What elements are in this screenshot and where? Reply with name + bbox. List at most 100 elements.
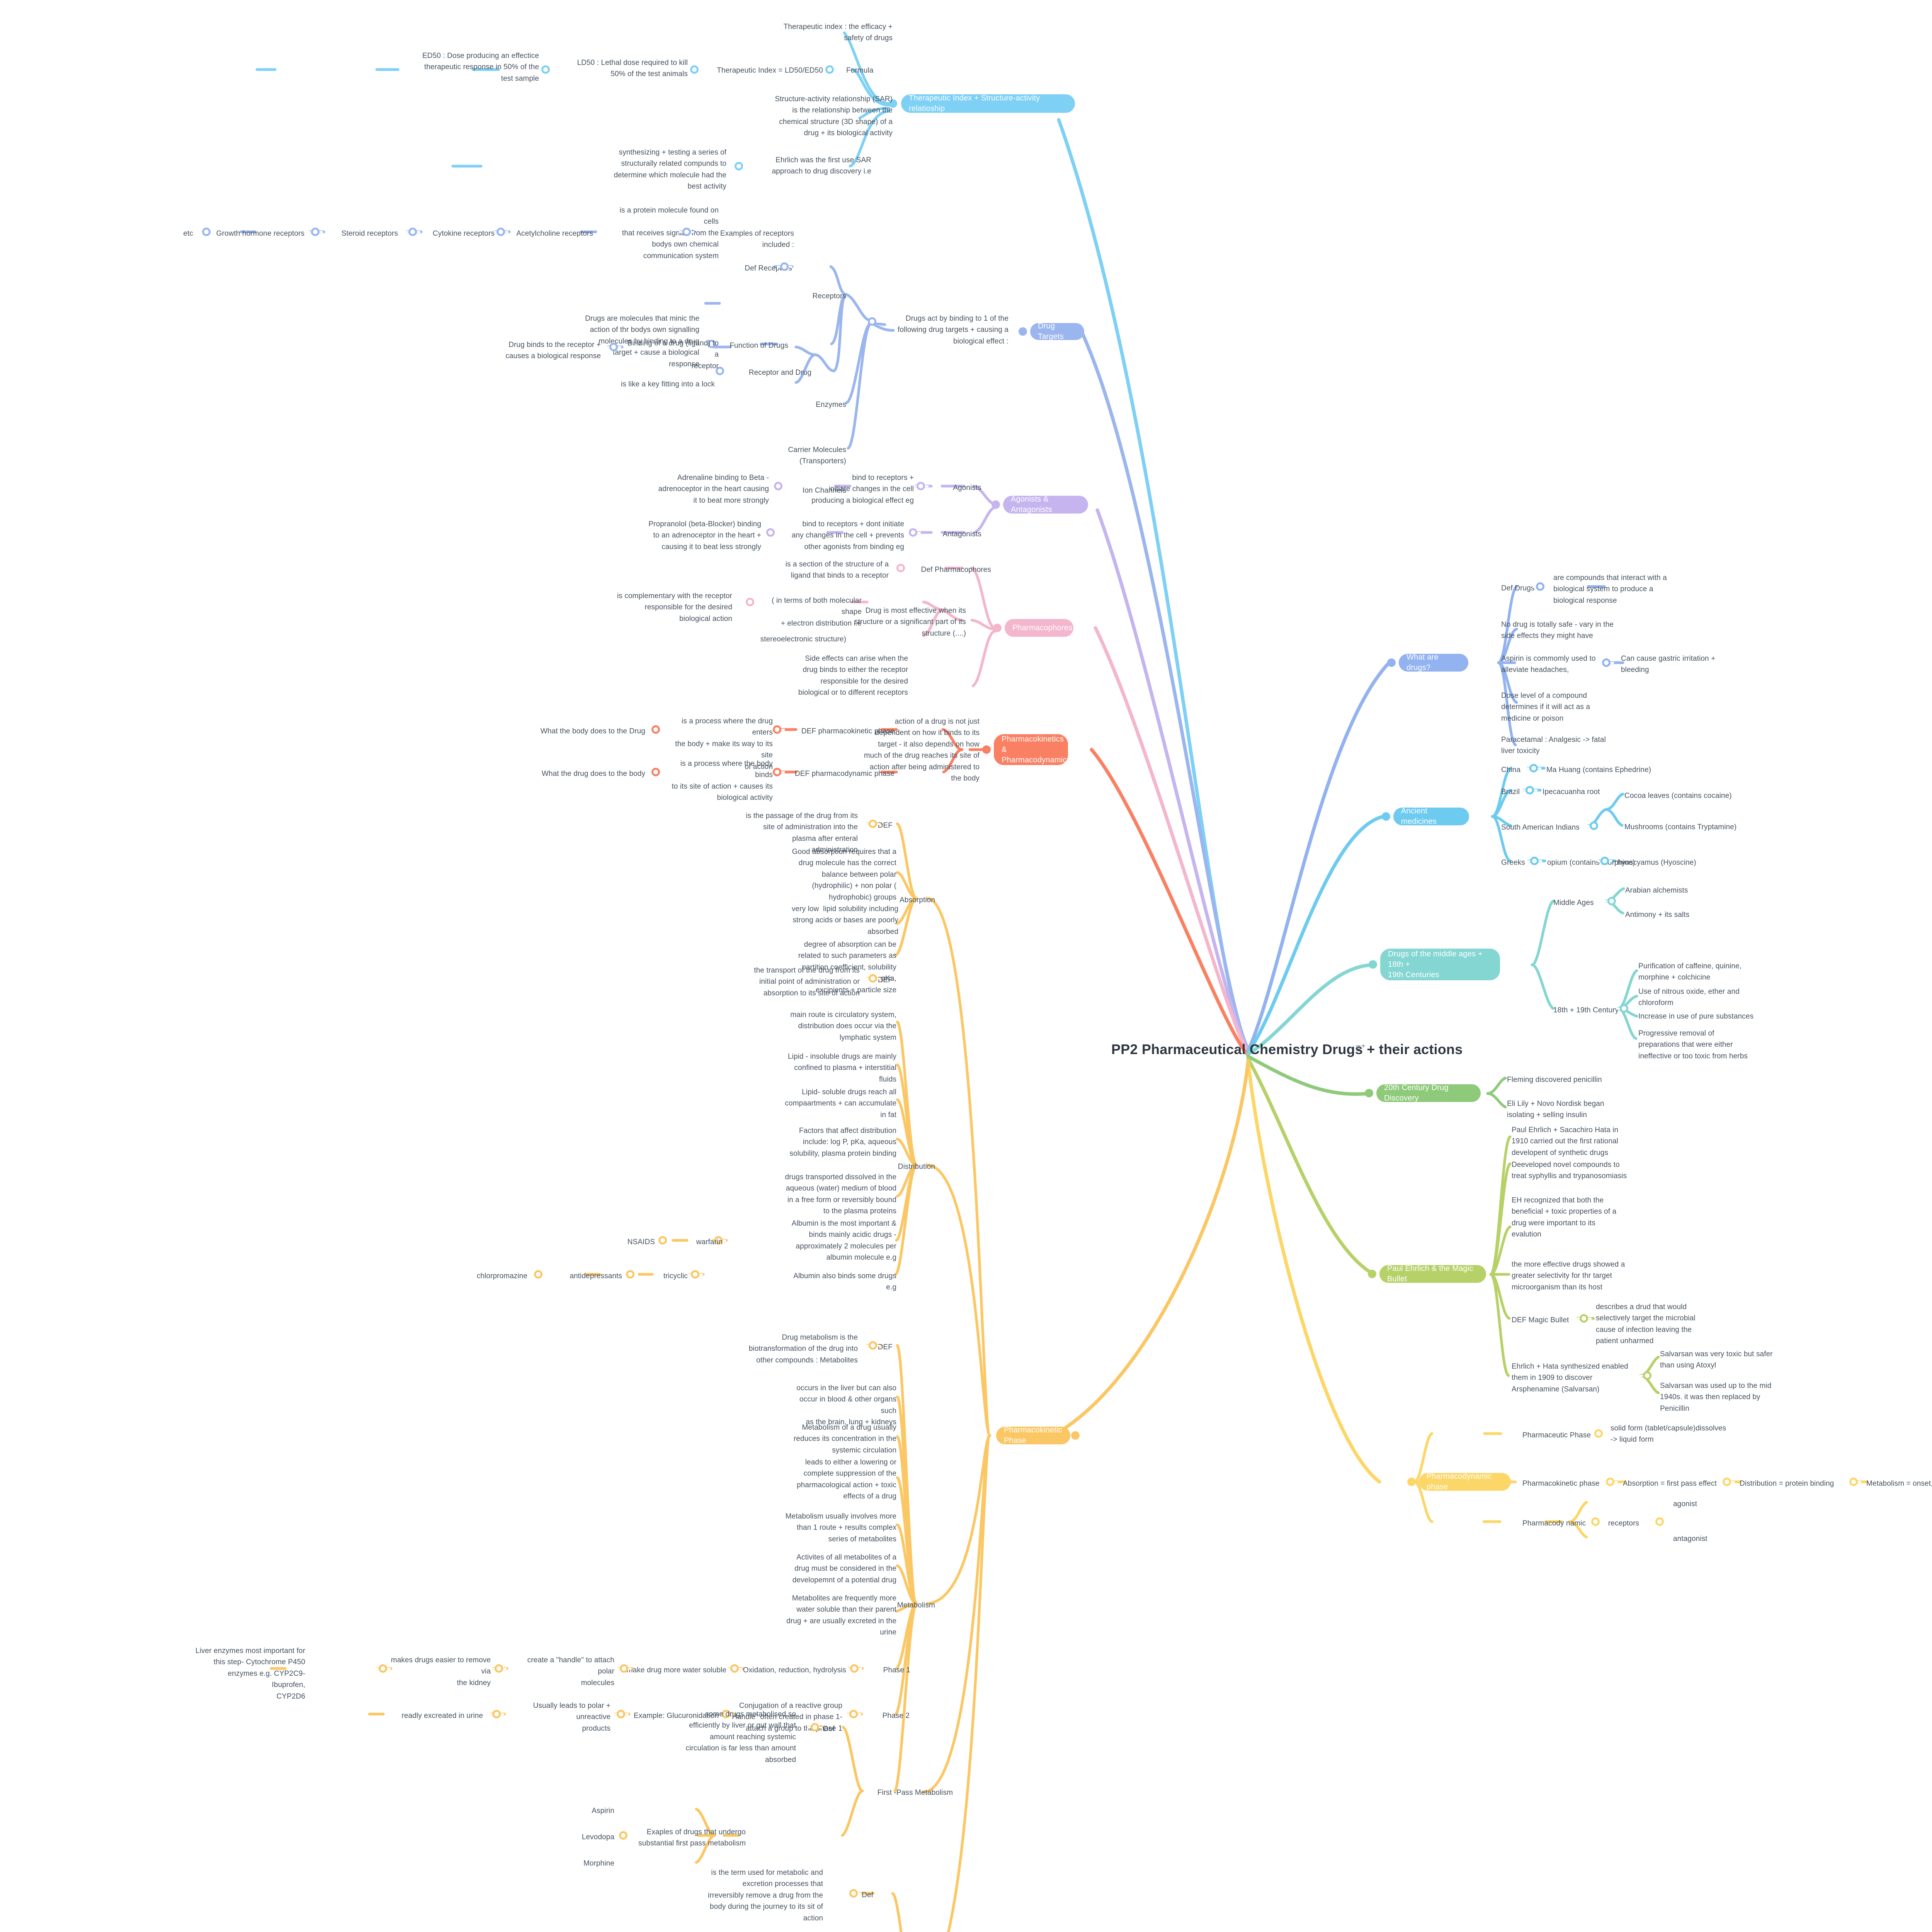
connector-dot[interactable] xyxy=(893,564,908,572)
node-def-pharmacokinetic-phase[interactable]: DEF pharmacokinetic phase xyxy=(801,727,895,735)
connector-dot[interactable] xyxy=(763,528,778,537)
node-absorption-def-label[interactable]: DEF xyxy=(878,821,893,830)
node-distribution-protein-binding[interactable]: Distribution = protein binding xyxy=(1740,1480,1834,1488)
node-absorption-def-text[interactable]: is the passage of the drug from its site… xyxy=(746,812,858,854)
connector-dot[interactable] xyxy=(807,1723,823,1731)
connector-dot[interactable] xyxy=(1382,812,1390,821)
node-first-pass-examples[interactable]: Exaples of drugs that undergo substantia… xyxy=(638,1828,746,1848)
connector-dot[interactable] xyxy=(1522,786,1537,794)
node-progressive-removal[interactable]: Progressive removal of preparations that… xyxy=(1638,1029,1748,1060)
node-phase2-conjugation[interactable]: Conjugation of a reactive group "Handle"… xyxy=(729,1702,842,1733)
node-eh-recognized[interactable]: EH recognized that both the beneficial +… xyxy=(1512,1196,1617,1239)
node-pharmacodynamic-sub[interactable]: Pharmacody namic xyxy=(1522,1519,1586,1527)
connector-dot[interactable] xyxy=(889,99,897,108)
node-albumin-also-binds[interactable]: Albumin also binds some drugs e.g xyxy=(793,1272,899,1292)
connector-dot[interactable] xyxy=(777,262,792,271)
node-salvarsan-toxic[interactable]: Salvarsan was very toxic but safer than … xyxy=(1660,1350,1773,1370)
node-def-pd-text[interactable]: is a process where the body binds to its… xyxy=(672,760,773,802)
node-nitrous-oxide[interactable]: Use of nitrous oxide, ether and chlorofo… xyxy=(1638,988,1740,1007)
connector-dot[interactable] xyxy=(405,228,420,236)
connector-dot[interactable] xyxy=(1719,1478,1735,1486)
node-def-drugs[interactable]: Def Drugs xyxy=(1501,584,1535,592)
connector-dot[interactable] xyxy=(905,528,921,537)
connector-dot[interactable] xyxy=(687,1270,703,1279)
node-salvarsan-discovery[interactable]: Ehrlich + Hata synthesized enabled them … xyxy=(1512,1362,1628,1393)
node-antidepressants[interactable]: antidepressants xyxy=(570,1272,622,1280)
node-def-receptors-text[interactable]: is a protein molecule found on cells tha… xyxy=(619,206,719,260)
node-brazil[interactable]: Brazil xyxy=(1501,788,1520,796)
node-metabolism[interactable]: Metabolism xyxy=(897,1601,935,1609)
node-ld50[interactable]: LD50 : Lethal dose required to kill 50% … xyxy=(577,59,688,78)
node-phase2-polar-products[interactable]: Usually leads to polar + unreactive prod… xyxy=(533,1702,611,1733)
connector-dot[interactable] xyxy=(613,1710,629,1718)
connector-dot[interactable] xyxy=(538,65,553,74)
node-greeks[interactable]: Greeks xyxy=(1501,859,1525,867)
connector-dot[interactable] xyxy=(1639,1371,1655,1380)
node-drug-most-effective[interactable]: Drug is most effective when its structur… xyxy=(854,607,966,638)
connector-dot[interactable] xyxy=(1616,1004,1632,1013)
node-paracetamol[interactable]: Paracetamal : Analgesic -> fatal liver t… xyxy=(1501,736,1606,755)
node-what-drug-does[interactable]: What the drug does to the body xyxy=(541,770,645,778)
connector-dot[interactable] xyxy=(1019,327,1027,336)
node-more-than-one-route[interactable]: Metabolism usually involves more than 1 … xyxy=(785,1512,896,1543)
connector-dot[interactable] xyxy=(1527,857,1542,865)
node-absorption[interactable]: Absorption xyxy=(900,896,935,904)
node-pharmaceutic-text[interactable]: solid form (tablet/capsule)dissolves -> … xyxy=(1611,1424,1726,1444)
node-metabolites-water-soluble[interactable]: Metabolites are frequently more water so… xyxy=(786,1594,896,1637)
node-formula-equation[interactable]: Therapeutic Index = LD50/ED50 xyxy=(717,66,823,75)
branch-paul-ehrlich[interactable]: Paul Ehrlich & the Magic Bullet xyxy=(1379,1264,1486,1283)
connector-dot[interactable] xyxy=(864,317,880,326)
connector-dot[interactable] xyxy=(606,343,621,351)
connector-dot[interactable] xyxy=(493,228,509,236)
node-antagonists[interactable]: Antagonists xyxy=(942,530,981,538)
node-increase-pure-substances[interactable]: Increase in use of pure substances xyxy=(1638,1012,1754,1020)
node-metabolism-def-label[interactable]: DEF xyxy=(878,1343,893,1351)
node-def-pharmacophores[interactable]: Def Pharmacophores xyxy=(921,566,991,574)
node-agonists-example[interactable]: Adrenaline binding to Beta - adrenocepto… xyxy=(658,474,769,505)
node-antagonists-example[interactable]: Propranolol (beta-Blocker) binding to an… xyxy=(648,520,761,551)
connector-dot[interactable] xyxy=(1387,658,1396,667)
node-distribution[interactable]: Distribution xyxy=(898,1163,935,1171)
node-receptors[interactable]: Receptors xyxy=(812,292,846,300)
node-distribution-def-label[interactable]: DEF xyxy=(878,976,893,984)
branch-pharmacokinetics-pharmacodynamics[interactable]: Pharmacokinetics & Pharmacodynamics xyxy=(994,734,1071,765)
node-binding-ligand[interactable]: Binding of a drug (ligand) to a receptor xyxy=(627,339,719,370)
note-icon[interactable]: ≡⁺ xyxy=(1355,1043,1366,1053)
branch-ancient-medicines[interactable]: Ancient medicines xyxy=(1393,807,1469,826)
connector-dot[interactable] xyxy=(846,1889,861,1898)
connector-dot[interactable] xyxy=(1597,857,1612,865)
node-phase1-kidney[interactable]: makes drugs easier to remove via the kid… xyxy=(391,1656,491,1687)
node-def-pk-text[interactable]: is a process where the drug enters the b… xyxy=(675,717,773,771)
connector-dot[interactable] xyxy=(375,1664,391,1673)
node-sar-definition[interactable]: Structure-activity relationship (SAR) is… xyxy=(775,95,893,138)
node-metabolism-def-text[interactable]: Drug metabolism is the biotransformation… xyxy=(748,1333,858,1364)
node-stereoelectronic[interactable]: stereoelectronic structure) xyxy=(760,635,846,643)
node-pharmacokinetic-phase-sub[interactable]: Pharmacokinetic phase xyxy=(1522,1480,1600,1488)
connector-dot[interactable] xyxy=(847,1664,862,1673)
node-reduces-concentration[interactable]: Metabolism of a drug usually reduces its… xyxy=(793,1423,896,1454)
node-def-magic-bullet[interactable]: DEF Magic Bullet xyxy=(1512,1316,1569,1324)
connector-dot[interactable] xyxy=(770,482,786,490)
node-ipecacuanha[interactable]: Ipecacuanha root xyxy=(1543,788,1600,796)
connector-dot[interactable] xyxy=(199,228,214,236)
node-nsaids[interactable]: NSAIDS xyxy=(627,1238,655,1246)
connector-dot[interactable] xyxy=(1588,1517,1603,1526)
node-arabian-alchemists[interactable]: Arabian alchemists xyxy=(1625,886,1688,895)
branch-agonists-antagonists[interactable]: Agonists & Antagonists xyxy=(1003,495,1088,514)
connector-dot[interactable] xyxy=(1407,1478,1416,1486)
connector-dot[interactable] xyxy=(822,65,837,74)
connector-dot[interactable] xyxy=(1071,1431,1080,1440)
connector-dot[interactable] xyxy=(865,820,881,828)
connector-dot[interactable] xyxy=(687,65,702,74)
node-in-terms-of[interactable]: ( in terms of both molecular shape + ele… xyxy=(772,597,862,628)
node-drugs-act-by-binding[interactable]: Drugs act by binding to 1 of the followi… xyxy=(898,315,1009,345)
connector-dot[interactable] xyxy=(679,228,694,236)
node-aspirin-first-pass[interactable]: Aspirin xyxy=(592,1807,614,1815)
node-eli-lily-insulin[interactable]: Eli Lily + Novo Nordisk began isolating … xyxy=(1507,1100,1604,1119)
node-def-pharmacodynamic-phase[interactable]: DEF pharmacodynamic phase xyxy=(794,770,895,778)
node-ed50[interactable]: ED50 : Dose producing an effectice thera… xyxy=(422,52,539,83)
node-agonists-def[interactable]: bind to receptors + initiate changes in … xyxy=(811,474,914,505)
node-what-body-does[interactable]: What the body does to the Drug xyxy=(540,727,645,735)
node-first-pass-def-text[interactable]: some drugs metabolised so efficiently by… xyxy=(685,1710,796,1764)
node-chlorpromazine[interactable]: chlorpromazine xyxy=(476,1272,527,1280)
